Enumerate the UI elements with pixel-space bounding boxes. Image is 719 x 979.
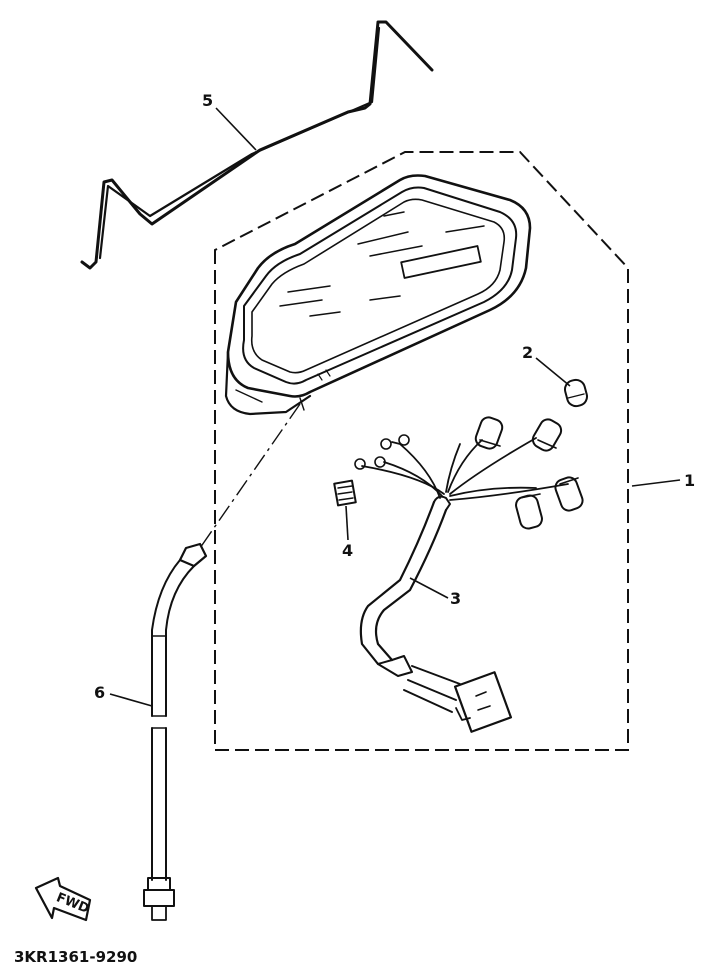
wire-bracket[interactable] (80, 20, 434, 270)
terminal-screw[interactable] (333, 479, 357, 507)
wire-harness[interactable] (354, 415, 585, 733)
part-code: 3KR1361-9290 (14, 948, 137, 966)
callout-2: 2 (522, 343, 533, 362)
fwd-label: FWD (54, 890, 91, 917)
callout-3: 3 (450, 589, 461, 608)
callout-1: 1 (684, 471, 695, 490)
callout-4: 4 (342, 541, 353, 560)
forward-direction-arrow-icon: FWD (34, 876, 91, 922)
indicator-bulb[interactable] (563, 378, 589, 408)
callout-6: 6 (94, 683, 105, 702)
meter-assembly[interactable] (224, 174, 532, 416)
assembly-boundary (214, 151, 629, 751)
callout-5: 5 (202, 91, 213, 110)
speedometer-cable[interactable] (143, 403, 301, 921)
